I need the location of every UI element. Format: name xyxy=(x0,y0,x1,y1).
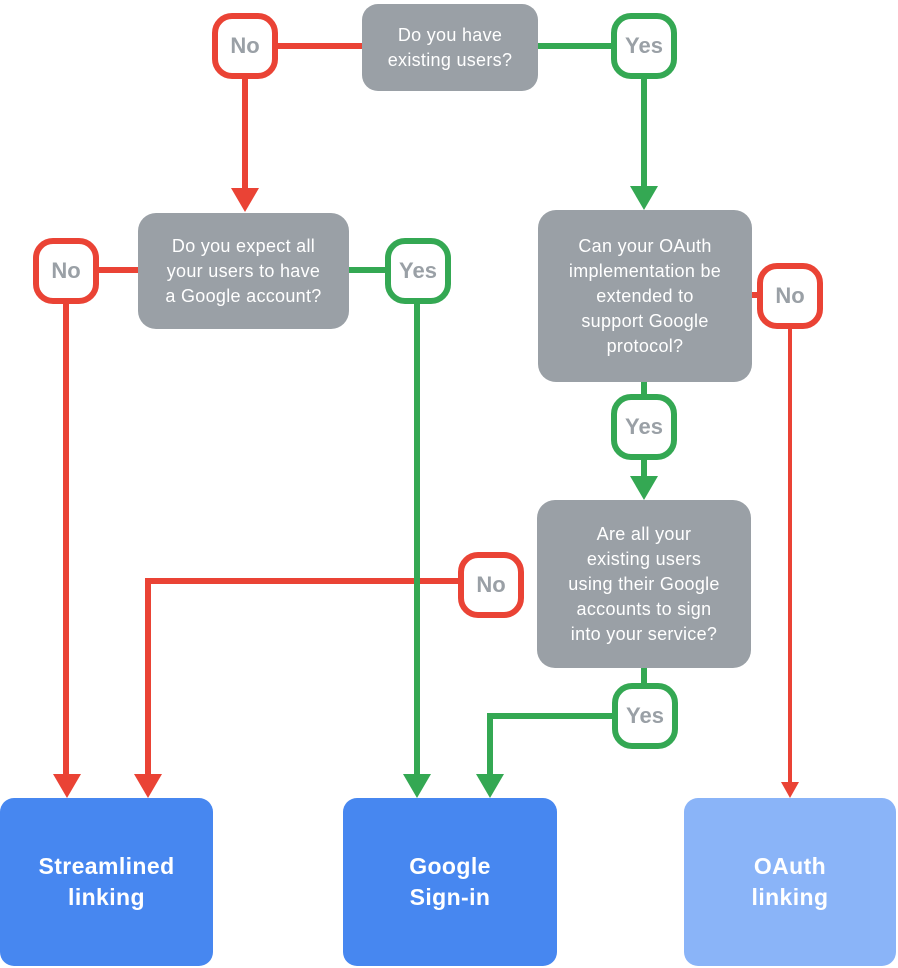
connector-no-google-account-horizontal xyxy=(98,267,138,273)
connector-no-existing-users-vertical xyxy=(242,79,248,188)
connector-yes-users-google-signin-horizontal xyxy=(487,713,614,719)
question-line: Do you have xyxy=(397,24,503,45)
question-line: using their Google xyxy=(568,573,720,594)
arrowhead-into-google-account-question xyxy=(231,188,259,212)
question-google-account: Do you expect all your users to have a G… xyxy=(138,213,349,329)
question-line: existing users xyxy=(586,548,702,569)
question-line: a Google account? xyxy=(165,285,322,306)
question-line: implementation be xyxy=(568,260,722,281)
result-line: OAuth xyxy=(753,853,827,879)
pill-yes-oauth-extended: Yes xyxy=(611,394,677,460)
pill-label: Yes xyxy=(399,258,437,283)
question-line: protocol? xyxy=(606,335,684,356)
connector-no-google-account-vertical xyxy=(63,304,69,775)
question-line: Are all your xyxy=(596,523,692,544)
question-line: support Google xyxy=(581,310,709,331)
arrowhead-yes2-into-google-signin xyxy=(476,774,504,798)
connector-yes-google-account-vertical xyxy=(414,304,420,775)
pill-no-existing-users: No xyxy=(212,13,278,79)
pill-label: No xyxy=(775,283,805,308)
result-streamlined-linking: Streamlined linking xyxy=(0,798,213,966)
pill-label: Yes xyxy=(625,33,663,58)
arrowhead-no-into-streamlined-linking xyxy=(53,774,81,798)
pill-label: No xyxy=(476,572,506,597)
result-google-signin: Google Sign-in xyxy=(343,798,557,966)
question-line: your users to have xyxy=(166,260,321,281)
pill-yes-users-google-signin: Yes xyxy=(612,683,678,749)
question-line: into your service? xyxy=(570,623,718,644)
result-line: Google xyxy=(409,853,491,879)
pill-label: Yes xyxy=(626,703,664,728)
pill-yes-existing-users: Yes xyxy=(611,13,677,79)
pill-no-oauth-extended: No xyxy=(757,263,823,329)
arrowhead-yes-into-google-signin xyxy=(403,774,431,798)
question-line: existing users? xyxy=(387,49,513,70)
connector-no-oauth-extended-horizontal xyxy=(752,292,758,298)
result-line: Streamlined xyxy=(38,853,175,879)
connector-no-oauth-extended-vertical xyxy=(788,329,792,782)
question-line: extended to xyxy=(596,285,694,306)
question-oauth-extended: Can your OAuth implementation be extende… xyxy=(538,210,752,382)
result-line: Sign-in xyxy=(409,884,491,910)
arrowhead-into-oauth-extended-question xyxy=(630,186,658,210)
result-line: linking xyxy=(751,884,829,910)
arrowhead-into-users-google-signin-question xyxy=(630,476,658,500)
question-line: Do you expect all xyxy=(171,235,316,256)
arrowhead-no2-into-streamlined-linking xyxy=(134,774,162,798)
pill-no-google-account: No xyxy=(33,238,99,304)
question-line: Can your OAuth xyxy=(578,235,712,256)
arrowhead-into-oauth-linking xyxy=(781,782,799,798)
connector-users-google-signin-to-yes-pill xyxy=(641,668,647,685)
pill-no-users-google-signin: No xyxy=(458,552,524,618)
connector-yes-existing-users-horizontal xyxy=(538,43,612,49)
connector-yes-users-google-signin-vertical xyxy=(487,713,493,775)
pill-label: No xyxy=(230,33,260,58)
connector-no-users-google-signin-vertical xyxy=(145,578,151,775)
question-line: accounts to sign xyxy=(576,598,712,619)
connector-yes-google-account-horizontal xyxy=(349,267,387,273)
connector-no-users-google-signin-horizontal xyxy=(145,578,461,584)
question-users-google-signin: Are all your existing users using their … xyxy=(537,500,751,668)
connector-no-existing-users-horizontal xyxy=(278,43,362,49)
connector-oauth-extended-to-yes-pill xyxy=(641,382,647,396)
result-oauth-linking: OAuth linking xyxy=(684,798,896,966)
question-existing-users: Do you have existing users? xyxy=(362,4,538,91)
connector-yes-existing-users-vertical xyxy=(641,79,647,186)
pill-yes-google-account: Yes xyxy=(385,238,451,304)
connector-yes-oauth-extended-vertical xyxy=(641,460,647,478)
pill-label: No xyxy=(51,258,81,283)
result-line: linking xyxy=(68,884,145,910)
pill-label: Yes xyxy=(625,414,663,439)
